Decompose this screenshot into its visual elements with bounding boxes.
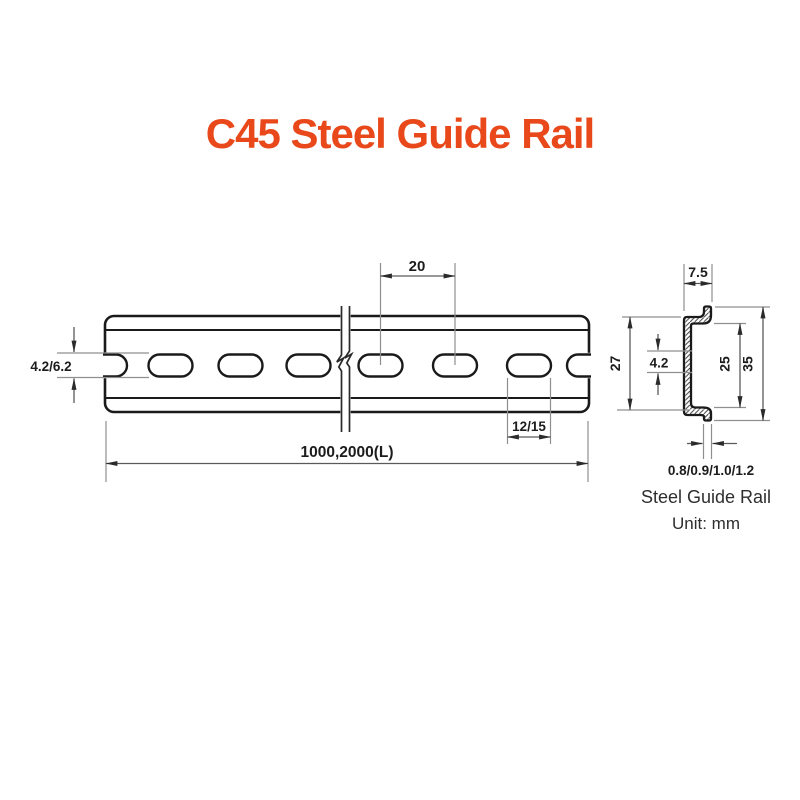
- dim-slot-width: 12/15: [506, 378, 552, 444]
- right-edge-half-slot: [565, 353, 591, 378]
- dim-top-depth: 7.5: [683, 264, 713, 311]
- dim-hole-pitch-label: 20: [409, 258, 426, 275]
- dim-section-slot-label: 4.2: [650, 356, 669, 371]
- dim-section-slot: 4.2: [647, 334, 692, 395]
- rail-cross-section: 7.5 27 4.2 25: [607, 264, 771, 533]
- dim-outer-height-label: 27: [607, 356, 623, 372]
- dim-thickness: 0.8/0.9/1.0/1.2: [668, 424, 754, 478]
- left-edge-half-slot: [103, 353, 129, 378]
- dim-total-height: 35: [714, 306, 770, 422]
- dim-overall-length-label: 1000,2000(L): [300, 444, 393, 461]
- dim-slot-width-label: 12/15: [512, 419, 546, 434]
- dim-overall-length: 1000,2000(L): [105, 421, 589, 482]
- mounting-slot: [285, 353, 332, 378]
- mounting-slot: [217, 353, 264, 378]
- dim-total-height-label: 35: [740, 356, 756, 372]
- dim-inner-height-label: 25: [717, 356, 733, 372]
- mounting-slot: [505, 353, 553, 378]
- rail-profile: [682, 305, 713, 422]
- rail-side-view: 20 4.2/6.2 12/15 100: [30, 258, 593, 482]
- unit-note: Unit: mm: [672, 514, 740, 533]
- dim-slot-height-label: 4.2/6.2: [30, 359, 71, 374]
- dim-slot-height: 4.2/6.2: [30, 327, 149, 403]
- dim-top-depth-label: 7.5: [688, 264, 708, 280]
- break-line-left: [336, 306, 346, 432]
- mounting-slot: [147, 353, 194, 378]
- section-caption: Steel Guide Rail: [641, 487, 771, 507]
- dim-inner-height: 25: [714, 322, 746, 409]
- break-line-right: [344, 306, 354, 432]
- dim-outer-height: 27: [607, 316, 690, 411]
- page-title: C45 Steel Guide Rail: [205, 110, 595, 157]
- dim-thickness-label: 0.8/0.9/1.0/1.2: [668, 463, 754, 478]
- dim-hole-pitch: 20: [379, 258, 456, 365]
